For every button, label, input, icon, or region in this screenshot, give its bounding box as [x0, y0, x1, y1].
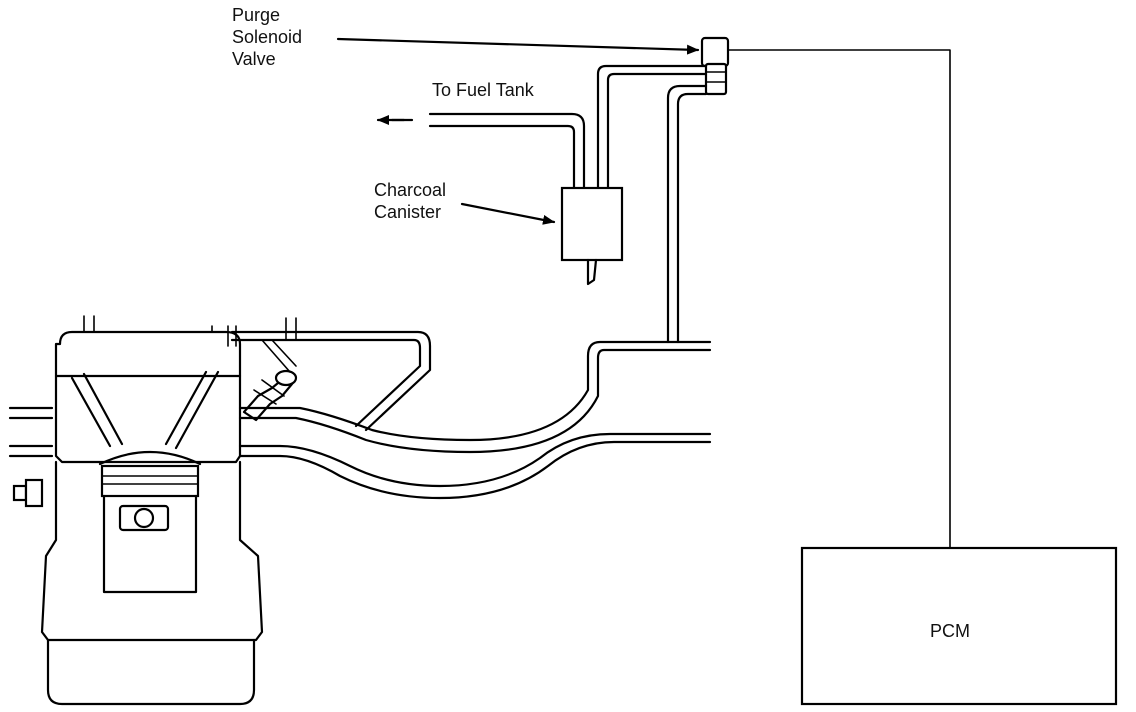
pcm-label: PCM — [930, 621, 970, 641]
charcoal-canister-label: Charcoal Canister — [374, 179, 446, 223]
fuel-tank-label: To Fuel Tank — [432, 80, 534, 100]
canister-label-line2: Canister — [374, 202, 442, 222]
pcm-box — [800, 546, 1118, 706]
purge-solenoid-valve — [700, 36, 730, 96]
engine-block — [12, 315, 264, 706]
purge-label-line1: Purge — [232, 5, 281, 25]
purge-leader-arrow — [336, 37, 700, 55]
charcoal-canister — [560, 186, 624, 286]
fuel-injector — [242, 317, 298, 422]
intake-manifold — [8, 340, 712, 500]
purge-label-line2: Solenoid — [232, 27, 303, 47]
fuel-tank-line — [428, 112, 586, 192]
valve-to-canister-hose — [596, 64, 708, 192]
canister-leader-arrow — [460, 202, 556, 225]
purge-solenoid-valve-label: Purge Solenoid Valve — [232, 4, 302, 70]
purge-label-line3: Valve — [232, 49, 276, 69]
valve-to-manifold-hose — [666, 84, 708, 344]
pcm-wire — [727, 49, 951, 549]
canister-label-line1: Charcoal — [374, 180, 447, 200]
